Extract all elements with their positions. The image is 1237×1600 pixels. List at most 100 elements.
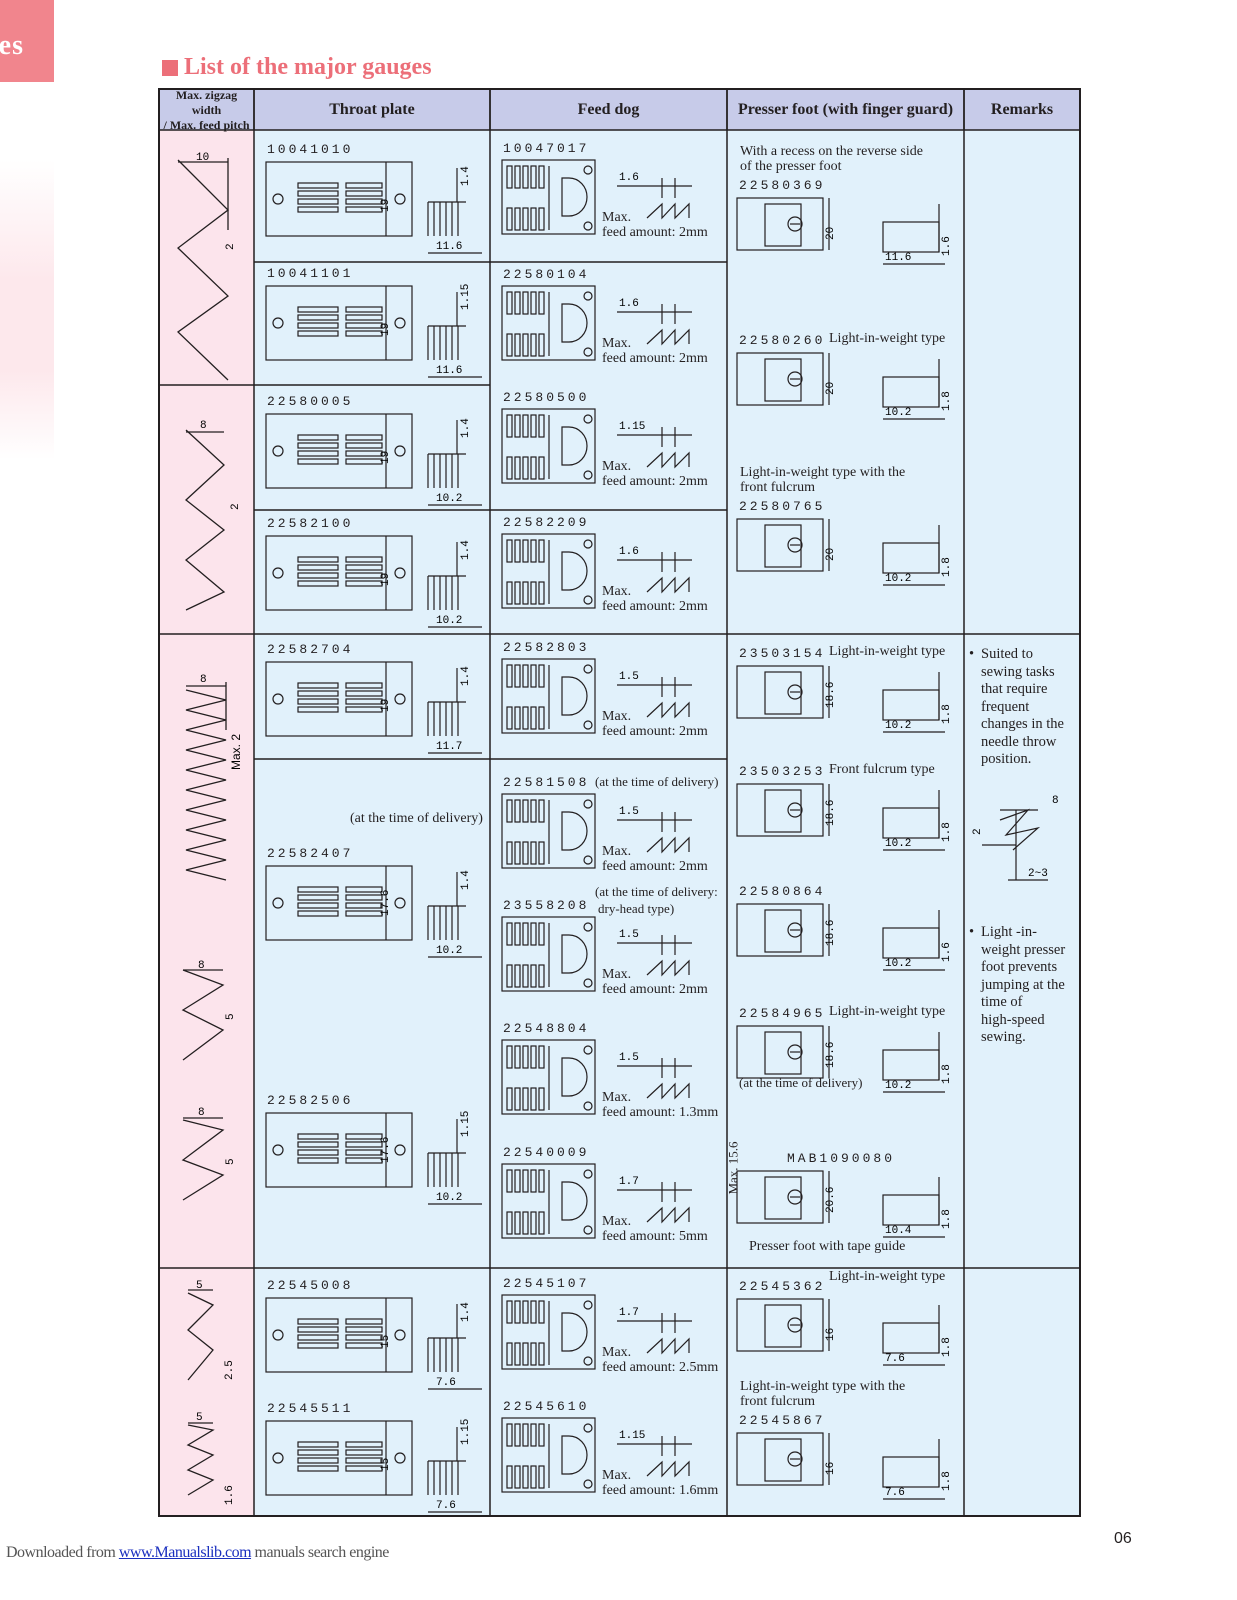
throat-slot bbox=[297, 182, 339, 189]
feed-amount-label: feed amount: 1.6mm bbox=[602, 1483, 719, 1498]
feed-amount-label: feed amount: 2mm bbox=[602, 982, 708, 997]
feed-amount-label: feed amount: 1.3mm bbox=[602, 1105, 719, 1120]
throat-slot bbox=[345, 698, 383, 705]
section-tab: es bbox=[0, 0, 54, 82]
remark-1-line: frequent bbox=[981, 698, 1030, 715]
presser-foot-code: 22584965 bbox=[739, 1006, 826, 1021]
presser-desc: With a recess on the reverse side bbox=[740, 144, 923, 159]
screw-hole-icon bbox=[583, 1169, 593, 1179]
feed-max-label: Max. bbox=[602, 709, 632, 724]
zigzag-w-4: 8 bbox=[198, 960, 205, 972]
needle-throw-diagram: 8 2 2~3 bbox=[972, 795, 1059, 881]
presser-side-view bbox=[882, 1194, 940, 1226]
throat-dim-side: 15 bbox=[380, 1335, 392, 1348]
feed-max-label: Max. bbox=[602, 1468, 632, 1483]
throat-plate-code: 22582100 bbox=[267, 516, 354, 531]
zigzag-w-2: 8 bbox=[200, 420, 207, 432]
presser-foot-outline bbox=[736, 1025, 824, 1079]
presser-dim-thickness: 1.6 bbox=[941, 942, 953, 962]
throat-dim-top: 1.4 bbox=[460, 540, 472, 560]
presser-side-view bbox=[882, 542, 940, 574]
feed-dog-cutout bbox=[561, 676, 588, 716]
presser-foot-outline bbox=[736, 197, 824, 251]
presser-dim-width: 10.2 bbox=[885, 720, 911, 732]
presser-dim-thickness: 1.8 bbox=[941, 704, 953, 724]
presser-foot-code: 22580260 bbox=[739, 333, 826, 348]
feed-amount-label: feed amount: 2mm bbox=[602, 859, 708, 874]
presser-side-view bbox=[882, 1049, 940, 1081]
screw-hole-icon bbox=[394, 317, 406, 329]
adjust-screw-icon bbox=[787, 922, 803, 938]
throat-slot bbox=[345, 682, 383, 689]
feed-dog-code: 22582209 bbox=[503, 515, 590, 530]
presser-dim-thickness: 1.8 bbox=[941, 391, 953, 411]
throat-slot bbox=[345, 1133, 383, 1140]
zigzag-w-6: 5 bbox=[196, 1280, 203, 1292]
feed-pitch-dim: 1.7 bbox=[619, 1307, 639, 1319]
throat-slot bbox=[297, 442, 339, 449]
feed-amount-label: feed amount: 2mm bbox=[602, 724, 708, 739]
adjust-screw-icon bbox=[787, 371, 803, 387]
throat-dim-top: 1.4 bbox=[460, 418, 472, 438]
throat-slot bbox=[297, 910, 339, 917]
remark-2-line: jumping at the bbox=[981, 976, 1065, 993]
throat-slot bbox=[297, 198, 339, 205]
presser-foot-code: 22580765 bbox=[739, 499, 826, 514]
feed-dog-drawing: 1.6 bbox=[501, 533, 692, 609]
remark-1-line: that require bbox=[981, 681, 1048, 697]
zigzag-w-5: 8 bbox=[198, 1107, 205, 1119]
throat-dim-top: 1.4 bbox=[460, 1302, 472, 1322]
zigzag-p-6: 2.5 bbox=[224, 1360, 236, 1380]
zigzag-p-1: 2 bbox=[225, 243, 237, 250]
presser-foot-code: 22580864 bbox=[739, 884, 826, 899]
zigzag-p-3: Max. 2 bbox=[229, 734, 243, 770]
presser-dim-width: 7.6 bbox=[885, 1487, 905, 1499]
throat-slot bbox=[345, 886, 383, 893]
throat-slot bbox=[345, 1342, 383, 1349]
screw-hole-icon bbox=[583, 922, 593, 932]
throat-dim-bottom: 11.7 bbox=[436, 741, 462, 753]
presser-foot-outline bbox=[736, 665, 824, 719]
throat-plate-outline bbox=[265, 1297, 413, 1373]
presser-dim-width: 11.6 bbox=[885, 252, 911, 264]
feed-dog-outline bbox=[501, 916, 596, 992]
presser-dim-width: 10.2 bbox=[885, 1080, 911, 1092]
throat-slot bbox=[345, 314, 383, 321]
feed-dog-cutout bbox=[561, 177, 588, 217]
zigzag-w-3: 8 bbox=[200, 674, 207, 686]
feed-dog-drawing: 1.7 bbox=[501, 1294, 692, 1370]
remark-2: Light -in- weight presser foot prevents … bbox=[981, 924, 1065, 1047]
screw-hole-icon bbox=[272, 1329, 284, 1341]
presser-dim-width: 10.2 bbox=[885, 407, 911, 419]
feed-max-label: Max. bbox=[602, 967, 632, 982]
feed-pitch-dim: 1.5 bbox=[619, 1052, 639, 1064]
presser-dim-height: 20.6 bbox=[825, 1187, 837, 1213]
remark-1: Suited to sewing tasks that require freq… bbox=[981, 646, 1064, 769]
presser-foot-outline bbox=[736, 903, 824, 957]
throat-slot bbox=[345, 330, 383, 337]
throat-slot bbox=[345, 894, 383, 901]
footer-download-note: Downloaded from www.Manualslib.com manua… bbox=[6, 1544, 389, 1562]
header-zigzag-line2: / Max. feed pitch bbox=[163, 117, 250, 132]
throat-dim-side: 19 bbox=[380, 323, 392, 336]
feed-max-label: Max. bbox=[602, 336, 632, 351]
manualslib-link[interactable]: www.Manualslib.com bbox=[118, 1544, 252, 1561]
presser-foot-code: MAB1090080 bbox=[787, 1151, 896, 1166]
feed-max-label: Max. bbox=[602, 210, 632, 225]
presser-dim-width: 10.2 bbox=[885, 838, 911, 850]
throat-slot bbox=[297, 1449, 339, 1456]
screw-hole-icon bbox=[394, 693, 406, 705]
adjust-screw-icon bbox=[787, 684, 803, 700]
throat-slot bbox=[297, 1465, 339, 1472]
throat-slot bbox=[345, 706, 383, 713]
section-title-text: List of the major gauges bbox=[184, 54, 432, 80]
header-remarks: Remarks bbox=[965, 90, 1079, 130]
throat-dim-side: 19 bbox=[380, 199, 392, 212]
throat-slot bbox=[345, 690, 383, 697]
throat-slot bbox=[297, 894, 339, 901]
throat-slot bbox=[345, 322, 383, 329]
